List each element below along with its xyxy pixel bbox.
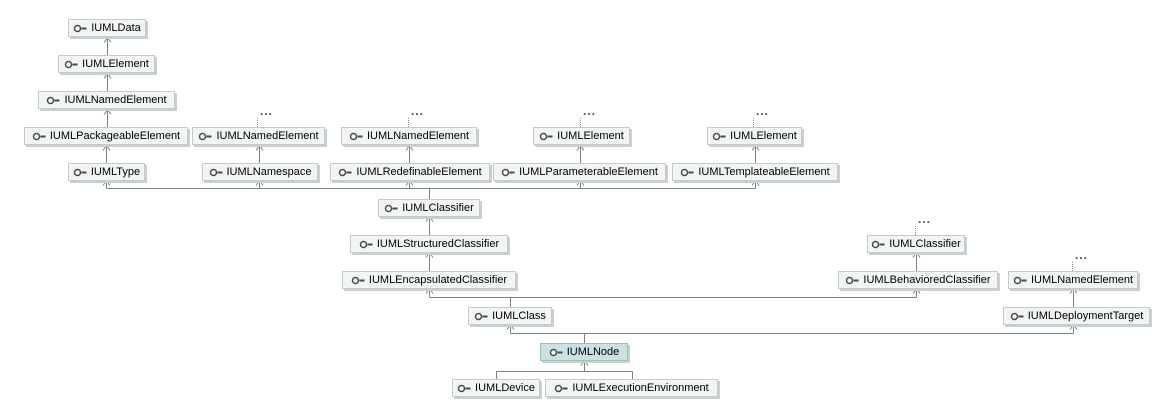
- node-label: IUMLEncapsulatedClassifier: [368, 274, 508, 286]
- interface-icon: [349, 132, 363, 141]
- diagram-node-iumlelement-3[interactable]: IUMLElement: [707, 127, 802, 145]
- node-label: IUMLNamedElement: [366, 130, 470, 142]
- node-label: IUMLType: [90, 166, 141, 178]
- interface-icon: [64, 60, 78, 69]
- node-label: IUMLClass: [492, 310, 546, 322]
- diagram-node-iumlredefinableelement[interactable]: IUMLRedefinableElement: [330, 163, 490, 181]
- diagram-node-iumldevice[interactable]: IUMLDevice: [452, 379, 540, 397]
- diagram-node-iumlexecutionenvironment[interactable]: IUMLExecutionEnvironment: [545, 379, 718, 397]
- diagram-node-iumlclass[interactable]: IUMLClass: [468, 307, 552, 325]
- node-label: IUMLNamedElement: [1030, 274, 1134, 286]
- diagram-node-iumlnamespace[interactable]: IUMLNamespace: [202, 163, 318, 181]
- interface-icon: [32, 132, 46, 141]
- interface-icon: [359, 240, 373, 249]
- interface-icon: [501, 168, 515, 177]
- diagram-node-iumlnamedelement-4[interactable]: IUMLNamedElement: [1008, 271, 1138, 289]
- diagram-node-iumlencapsulatedclassifier[interactable]: IUMLEncapsulatedClassifier: [342, 271, 516, 289]
- interface-icon: [198, 132, 212, 141]
- node-label: IUMLDevice: [475, 382, 535, 394]
- diagram-node-iumldata[interactable]: IUMLData: [68, 19, 146, 37]
- diagram-node-iumlclassifier-2[interactable]: IUMLClassifier: [867, 235, 965, 253]
- diagram-node-iumlelement-2[interactable]: IUMLElement: [533, 127, 630, 145]
- interface-icon: [384, 204, 398, 213]
- node-label: IUMLTemplateableElement: [698, 166, 830, 178]
- node-label: IUMLNode: [566, 346, 620, 358]
- interface-icon: [351, 276, 365, 285]
- node-label: IUMLClassifier: [402, 202, 474, 214]
- interface-icon: [1013, 276, 1027, 285]
- diagram-node-iumlelement-1[interactable]: IUMLElement: [58, 55, 155, 73]
- interface-icon: [554, 384, 568, 393]
- interface-icon: [712, 132, 726, 141]
- diagram-node-iumlparameterableelement[interactable]: IUMLParameterableElement: [493, 163, 666, 181]
- node-label: IUMLNamespace: [226, 166, 312, 178]
- node-label: IUMLElement: [82, 58, 149, 70]
- interface-icon: [539, 132, 553, 141]
- node-label: IUMLParameterableElement: [519, 166, 658, 178]
- diagram-node-iumlnamedelement-3[interactable]: IUMLNamedElement: [341, 127, 477, 145]
- node-label: IUMLBehavioredClassifier: [863, 274, 991, 286]
- diagram-node-iumlstructuredclassifier[interactable]: IUMLStructuredClassifier: [350, 235, 508, 253]
- interface-icon: [845, 276, 859, 285]
- node-label: IUMLNamedElement: [64, 94, 167, 106]
- interface-icon: [73, 168, 87, 177]
- node-label: IUMLClassifier: [889, 238, 961, 250]
- interface-icon: [457, 384, 471, 393]
- interface-icon: [338, 168, 352, 177]
- node-label: IUMLElement: [730, 130, 797, 142]
- node-label: IUMLRedefinableElement: [356, 166, 482, 178]
- interface-icon: [73, 24, 87, 33]
- diagram-node-iumlnamedelement-1[interactable]: IUMLNamedElement: [38, 91, 175, 109]
- interface-icon: [871, 240, 885, 249]
- node-label: IUMLPackageableElement: [49, 130, 181, 142]
- interface-icon: [549, 348, 563, 357]
- node-label: IUMLDeploymentTarget: [1027, 310, 1144, 322]
- node-label: IUMLStructuredClassifier: [376, 238, 500, 250]
- diagram-node-iumlnode-selected[interactable]: IUMLNode: [540, 343, 628, 361]
- diagram-node-iumlbehavioredclassifier[interactable]: IUMLBehavioredClassifier: [838, 271, 998, 289]
- diagram-node-iumltemplateableelement[interactable]: IUMLTemplateableElement: [672, 163, 838, 181]
- interface-icon: [680, 168, 694, 177]
- diagram-node-iumlpackageableelement[interactable]: IUMLPackageableElement: [24, 127, 188, 145]
- diagram-node-iumlnamedelement-2[interactable]: IUMLNamedElement: [192, 127, 325, 145]
- diagram-node-iumltype[interactable]: IUMLType: [68, 163, 145, 181]
- node-label: IUMLNamedElement: [216, 130, 319, 142]
- node-label: IUMLExecutionEnvironment: [572, 382, 709, 394]
- node-label: IUMLElement: [557, 130, 624, 142]
- interface-icon: [1010, 312, 1024, 321]
- diagram-node-iumlclassifier-1[interactable]: IUMLClassifier: [378, 199, 480, 217]
- interface-icon: [46, 96, 60, 105]
- node-label: IUMLData: [91, 22, 141, 34]
- interface-icon: [209, 168, 223, 177]
- interface-icon: [474, 312, 488, 321]
- diagram-node-iumldeploymenttarget[interactable]: IUMLDeploymentTarget: [1003, 307, 1150, 325]
